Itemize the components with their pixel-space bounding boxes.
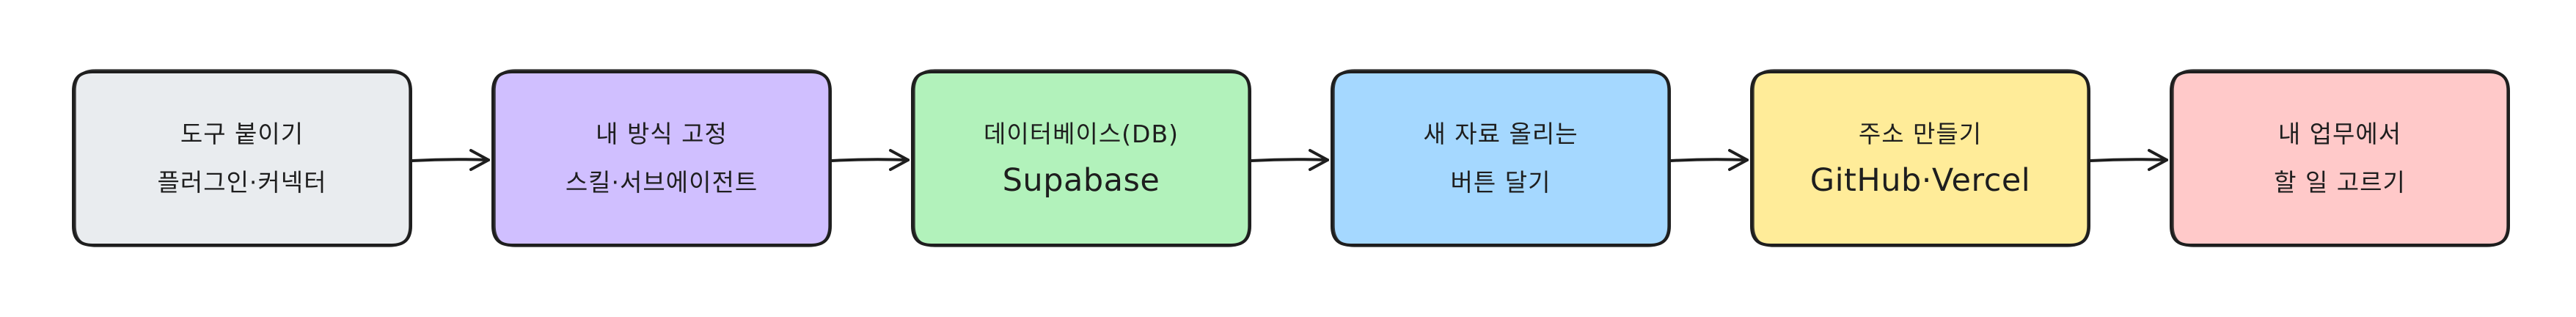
step-tools: 도구 붙이기 플러그인·커넥터: [73, 66, 411, 251]
step-pick-title: 내 업무에서: [2277, 120, 2402, 148]
step-tools-title: 도구 붙이기: [180, 120, 304, 148]
step-method-subtitle: 스킬·서브에이전트: [565, 168, 758, 197]
arrowhead-method-to-database: [889, 149, 910, 171]
arrowhead-database-to-upload: [1309, 149, 1329, 171]
step-boxes: [72, 69, 2510, 247]
arrowhead-upload-to-address: [1728, 149, 1749, 171]
step-pick-subtitle: 할 일 고르기: [2274, 168, 2406, 197]
step-database-subtitle: Supabase: [1002, 162, 1160, 199]
arrow-method-to-database: [830, 158, 910, 162]
step-address-subtitle: GitHub·Vercel: [1810, 162, 2031, 199]
step-box-sketch-database: [913, 69, 1250, 247]
step-box-sketch-tools: [74, 69, 411, 247]
step-database-title: 데이터베이스(DB): [984, 120, 1179, 148]
step-method: 내 방식 고정 스킬·서브에이전트: [493, 66, 830, 251]
arrow-upload-to-address: [1669, 158, 1749, 162]
step-arrows: [411, 149, 2168, 171]
step-upload-title: 새 자료 올리는: [1423, 120, 1578, 148]
step-address-title: 주소 만들기: [1858, 120, 1983, 148]
step-box-sketch-method: [494, 69, 830, 247]
arrowhead-tools-to-method: [469, 149, 490, 171]
step-box-pick: [2171, 72, 2509, 245]
step-box-tools: [73, 72, 411, 245]
step-box-database: [912, 72, 1250, 245]
step-box-sketch-address: [1752, 69, 2089, 247]
step-upload-subtitle: 버튼 달기: [1450, 168, 1551, 197]
arrow-tools-to-method: [411, 158, 490, 162]
step-box-sketch-pick: [2172, 69, 2509, 247]
step-box-address: [1752, 72, 2089, 245]
step-box-method: [493, 72, 830, 245]
step-address: 주소 만들기 GitHub·Vercel: [1752, 66, 2089, 251]
step-box-upload: [1332, 72, 1669, 245]
step-database: 데이터베이스(DB) Supabase: [912, 66, 1250, 251]
step-method-title: 내 방식 고정: [596, 120, 728, 148]
arrowhead-address-to-pick: [2148, 149, 2168, 171]
step-box-sketch-upload: [1333, 69, 1669, 247]
step-upload: 새 자료 올리는 버튼 달기: [1332, 66, 1669, 251]
step-tools-subtitle: 플러그인·커넥터: [157, 168, 327, 197]
arrow-database-to-upload: [1250, 158, 1329, 162]
arrow-address-to-pick: [2089, 158, 2168, 162]
step-pick: 내 업무에서 할 일 고르기: [2171, 66, 2509, 251]
